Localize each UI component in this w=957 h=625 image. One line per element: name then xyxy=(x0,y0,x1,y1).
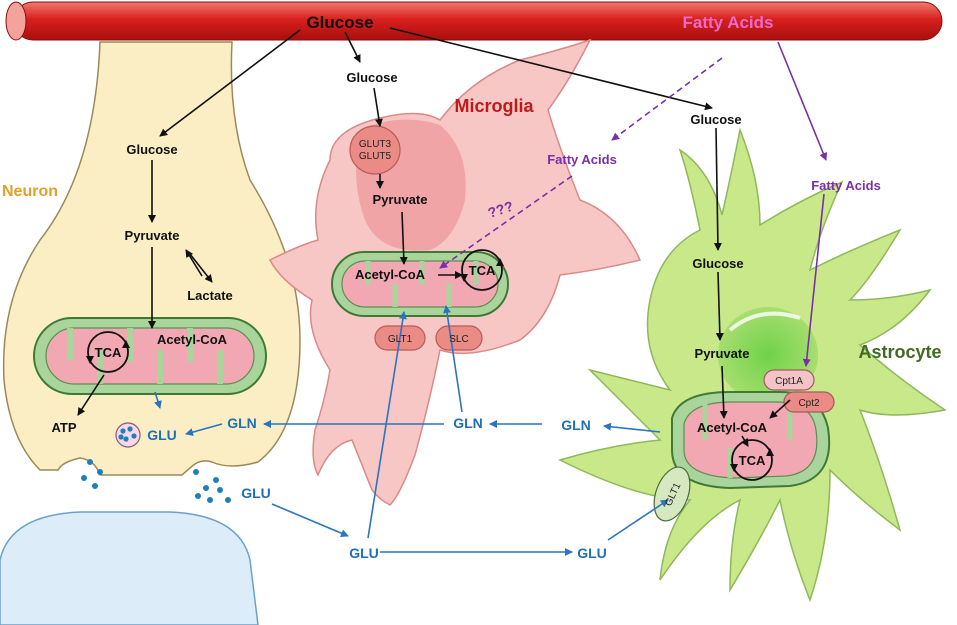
astrocyte-cell xyxy=(557,127,947,603)
microglia-pyruvate-label: Pyruvate xyxy=(373,192,428,207)
microglia-glucose-label: Glucose xyxy=(346,70,397,85)
astrocyte-pyruvate-label: Pyruvate xyxy=(695,346,750,361)
microglia-fatty-acids-label: Fatty Acids xyxy=(547,152,617,167)
glut3-glut5-transporter xyxy=(349,125,401,175)
microglia-mitochondrion xyxy=(331,251,509,317)
astrocyte-gln-label: GLN xyxy=(561,417,591,433)
tca-cycle-astrocyte xyxy=(730,439,774,481)
microglia-slc-label: SLC xyxy=(449,334,468,345)
glutamate-glutamine-arrows xyxy=(154,305,669,556)
neuron-glu-label: GLU xyxy=(147,427,177,443)
cpt2-label: Cpt2 xyxy=(798,398,820,409)
neuron-acetyl-coa-label: Acetyl-CoA xyxy=(157,332,228,347)
microglia-tca-label: TCA xyxy=(469,263,496,278)
tca-cycle-neuron xyxy=(86,331,130,373)
cpt1a-transporter xyxy=(763,369,815,391)
cpt1a-label: Cpt1A xyxy=(775,376,803,387)
fatty-acid-arrows xyxy=(439,41,828,367)
center-glu-label: GLU xyxy=(349,545,379,561)
microglia-gln-label: GLN xyxy=(453,415,483,431)
glt1-transporter-astrocyte xyxy=(653,466,691,522)
unknown-transport-label: ??? xyxy=(486,198,515,221)
neuron-atp-label: ATP xyxy=(51,420,76,435)
astrocyte-glucose-top-label: Glucose xyxy=(690,112,741,127)
astrocyte-glucose-label: Glucose xyxy=(692,256,743,271)
glucose-arrows xyxy=(77,27,791,447)
microglia-acetyl-coa-label: Acetyl-CoA xyxy=(355,267,426,282)
neuron-lactate-label: Lactate xyxy=(187,288,233,303)
glut5-label: GLUT5 xyxy=(359,151,392,162)
synaptic-vesicle xyxy=(115,422,141,448)
microglia-glt1-label: GLT1 xyxy=(388,334,413,345)
neuron-gln-label: GLN xyxy=(227,415,257,431)
neuron-tca-label: TCA xyxy=(95,345,122,360)
astrocyte-acetyl-coa-label: Acetyl-CoA xyxy=(697,420,768,435)
tca-cycle-microglia xyxy=(460,249,504,291)
neuron-glucose-label: Glucose xyxy=(126,142,177,157)
released-glutamate-dots xyxy=(81,459,231,503)
microglia-title: Microglia xyxy=(454,96,534,116)
vessel-fatty-acids-label: Fatty Acids xyxy=(682,13,773,32)
synaptic-glu-label: GLU xyxy=(241,485,271,501)
astrocyte-fatty-acids-label: Fatty Acids xyxy=(811,178,881,193)
postsynaptic-cell xyxy=(0,511,259,625)
cpt2-transporter xyxy=(783,391,835,413)
neuron-mitochondrion xyxy=(33,317,267,395)
right-glu-label: GLU xyxy=(577,545,607,561)
slc-transporter xyxy=(435,325,483,351)
neuron-pyruvate-label: Pyruvate xyxy=(125,228,180,243)
blood-vessel xyxy=(5,1,943,41)
astrocyte-tca-label: TCA xyxy=(739,453,766,468)
neuron-title: Neuron xyxy=(2,183,58,200)
glut3-label: GLUT3 xyxy=(359,139,392,150)
vessel-glucose-label: Glucose xyxy=(306,13,373,32)
astrocyte-title: Astrocyte xyxy=(858,342,941,362)
